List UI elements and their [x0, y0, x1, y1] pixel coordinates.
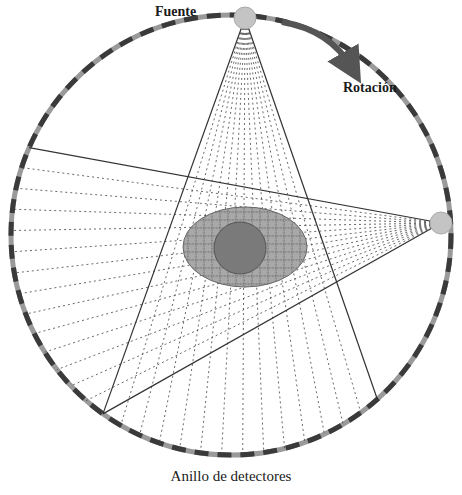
- beam-edges: [29, 18, 441, 414]
- ray: [71, 223, 441, 386]
- beam-edge: [29, 148, 441, 223]
- beam-edge: [103, 18, 245, 414]
- label: Fuente: [155, 4, 196, 20]
- organ: [214, 222, 266, 274]
- label: Anillo de detectores: [171, 468, 292, 485]
- detector-ring-segments: [11, 15, 451, 455]
- source-2: [430, 212, 452, 234]
- rotation-arrow: [282, 22, 352, 68]
- ray-fans: [11, 18, 441, 455]
- detector-ring: [11, 15, 451, 455]
- label: Rotación: [343, 80, 397, 96]
- ray: [26, 223, 441, 314]
- patient-body: [183, 207, 307, 287]
- beam-edge: [245, 18, 377, 399]
- ray: [57, 223, 441, 370]
- beam-edge: [103, 223, 441, 414]
- source-1: [234, 7, 256, 29]
- ray: [45, 223, 441, 352]
